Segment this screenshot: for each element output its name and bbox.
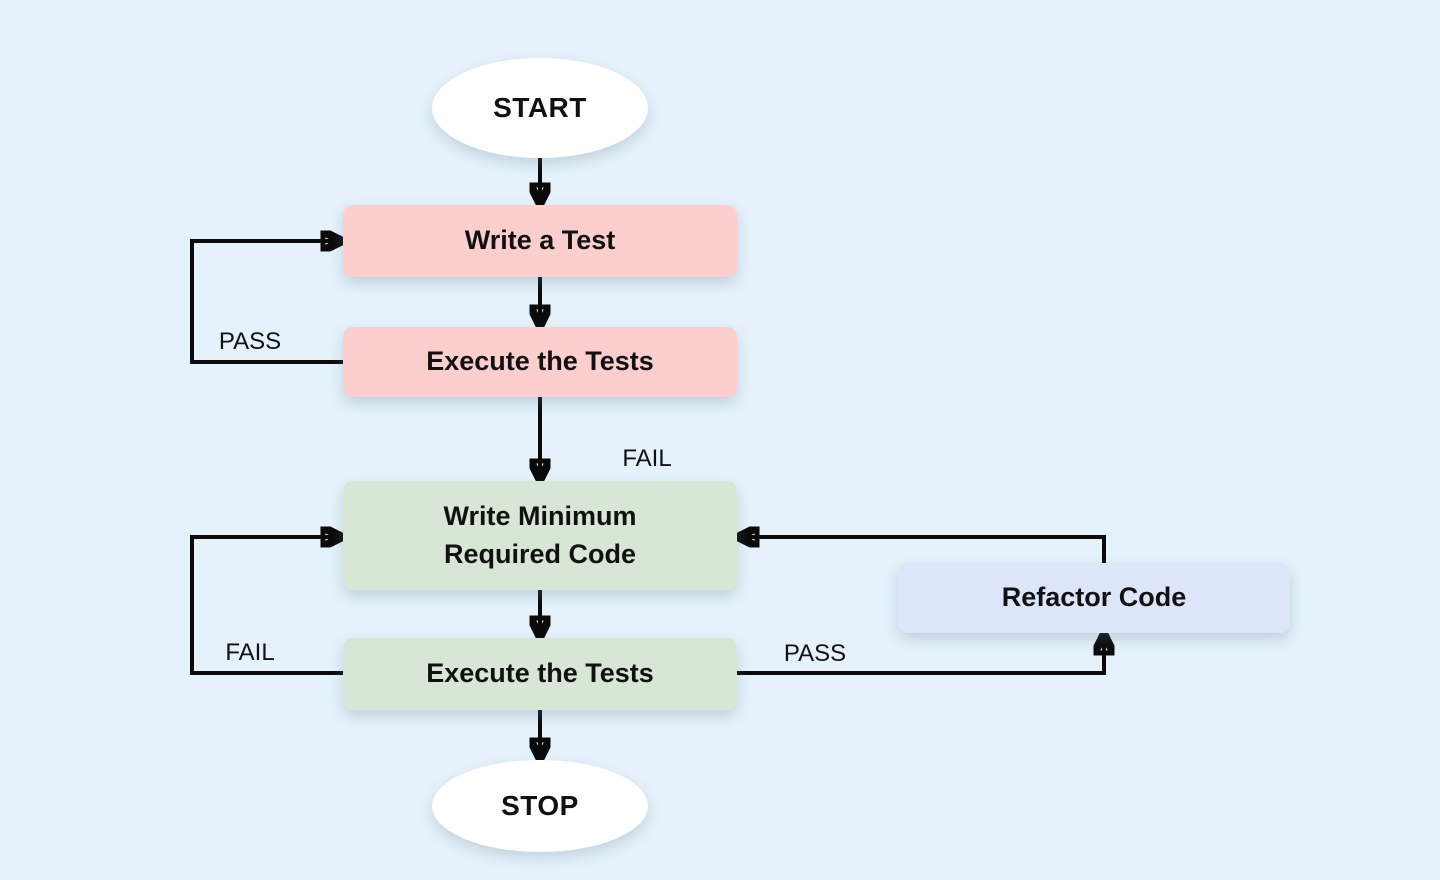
node-execute-tests-1-label: Execute the Tests xyxy=(426,346,654,377)
node-execute-tests-1: Execute the Tests xyxy=(343,327,737,397)
node-write-minimum-required-code-label: Write Minimum Required Code xyxy=(443,500,637,569)
node-execute-tests-2: Execute the Tests xyxy=(343,638,737,710)
node-start-label: START xyxy=(493,92,587,124)
edge-refactor-to-write-min xyxy=(740,537,1106,563)
node-write-a-test-label: Write a Test xyxy=(464,225,616,256)
node-start: START xyxy=(432,58,648,158)
node-execute-tests-2-label: Execute the Tests xyxy=(426,658,654,689)
edge-label-pass-bottom: PASS xyxy=(783,640,847,667)
edge-fail-loop-execute2-to-write-min xyxy=(190,537,343,675)
node-write-minimum-required-code: Write Minimum Required Code xyxy=(343,481,737,590)
edge-label-fail-top: FAIL xyxy=(622,445,672,472)
node-refactor-code-label: Refactor Code xyxy=(1001,582,1187,613)
edge-pass-loop-execute1-to-write-test xyxy=(190,241,343,364)
edge-label-pass-top: PASS xyxy=(218,328,282,355)
edge-pass-execute2-to-refactor xyxy=(737,636,1104,675)
node-refactor-code: Refactor Code xyxy=(898,563,1290,633)
node-write-a-test: Write a Test xyxy=(343,205,737,277)
node-stop-label: STOP xyxy=(501,790,579,822)
edge-label-fail-bottom: FAIL xyxy=(225,639,275,666)
node-stop: STOP xyxy=(432,760,648,852)
